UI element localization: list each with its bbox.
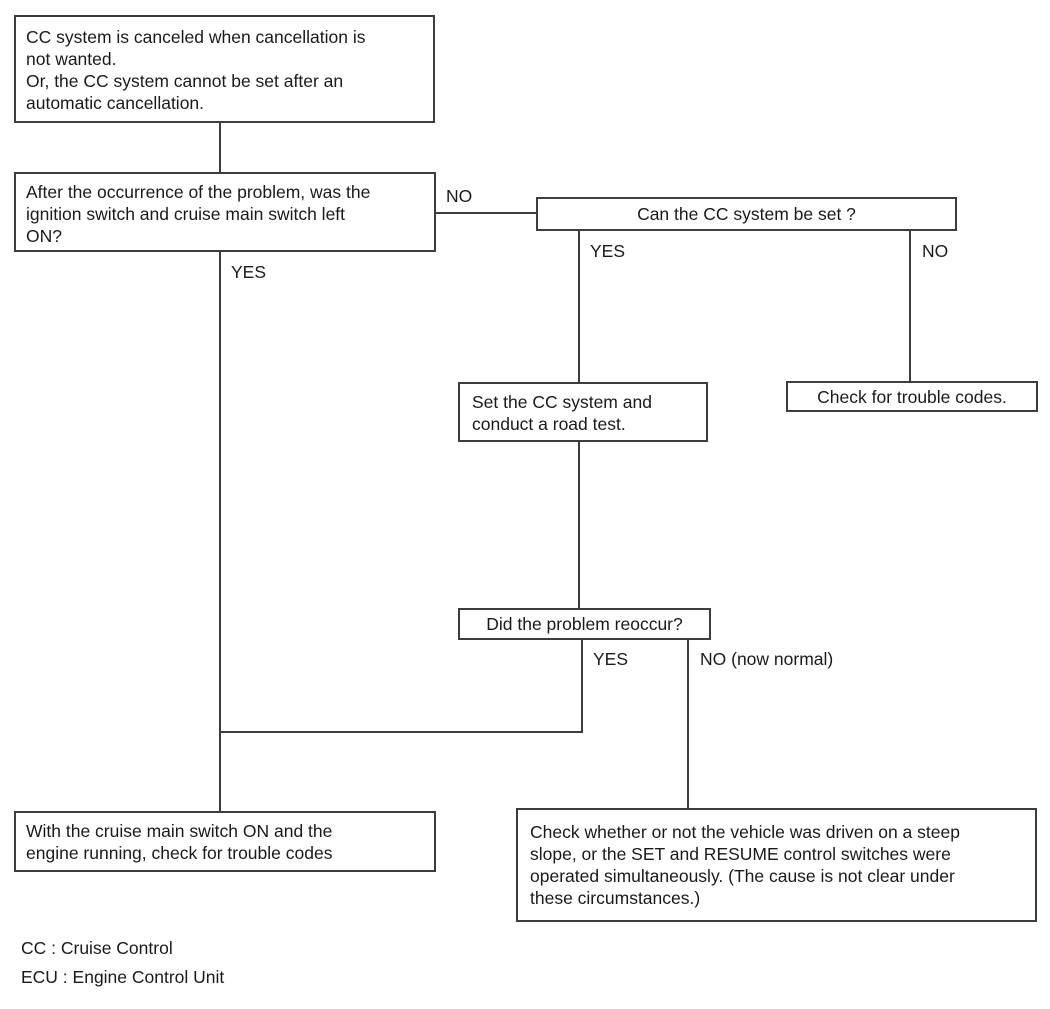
connector-problem-to-switch	[219, 123, 221, 172]
connector-reoccur-yes-horizontal	[219, 731, 583, 733]
legend-line-ecu: ECU : Engine Control Unit	[21, 967, 225, 987]
edge-label-switch-no: NO	[446, 186, 473, 206]
edge-label-canset-yes: YES	[590, 241, 626, 261]
legend-line-cc: CC : Cruise Control	[21, 938, 173, 958]
flow-node-set-cc-road-test: Set the CC system and conduct a road tes…	[458, 382, 708, 442]
connector-switch-yes-branch	[219, 252, 221, 811]
flow-node-check-steep-slope: Check whether or not the vehicle was dri…	[516, 808, 1037, 922]
connector-switch-no-branch	[436, 212, 536, 214]
connector-canset-no-branch	[909, 231, 911, 381]
connector-reoccur-no-branch	[687, 640, 689, 808]
connector-canset-yes-branch	[578, 231, 580, 382]
abbreviation-legend: CC : Cruise Control ECU : Engine Control…	[21, 934, 224, 992]
edge-label-canset-no: NO	[922, 241, 949, 261]
flow-node-question-can-cc-be-set: Can the CC system be set ?	[536, 197, 957, 231]
edge-label-reoccur-yes: YES	[593, 649, 629, 669]
flow-node-check-codes-engine-running: With the cruise main switch ON and the e…	[14, 811, 436, 872]
connector-reoccur-yes-vertical	[581, 640, 583, 733]
edge-label-reoccur-no: NO (now normal)	[700, 649, 834, 669]
flow-node-question-problem-reoccur: Did the problem reoccur?	[458, 608, 711, 640]
connector-roadtest-to-reoccur	[578, 442, 580, 608]
flow-node-problem-statement: CC system is canceled when cancellation …	[14, 15, 435, 123]
flow-node-question-switch-left-on: After the occurrence of the problem, was…	[14, 172, 436, 252]
flow-node-check-trouble-codes: Check for trouble codes.	[786, 381, 1038, 412]
edge-label-switch-yes: YES	[231, 262, 267, 282]
